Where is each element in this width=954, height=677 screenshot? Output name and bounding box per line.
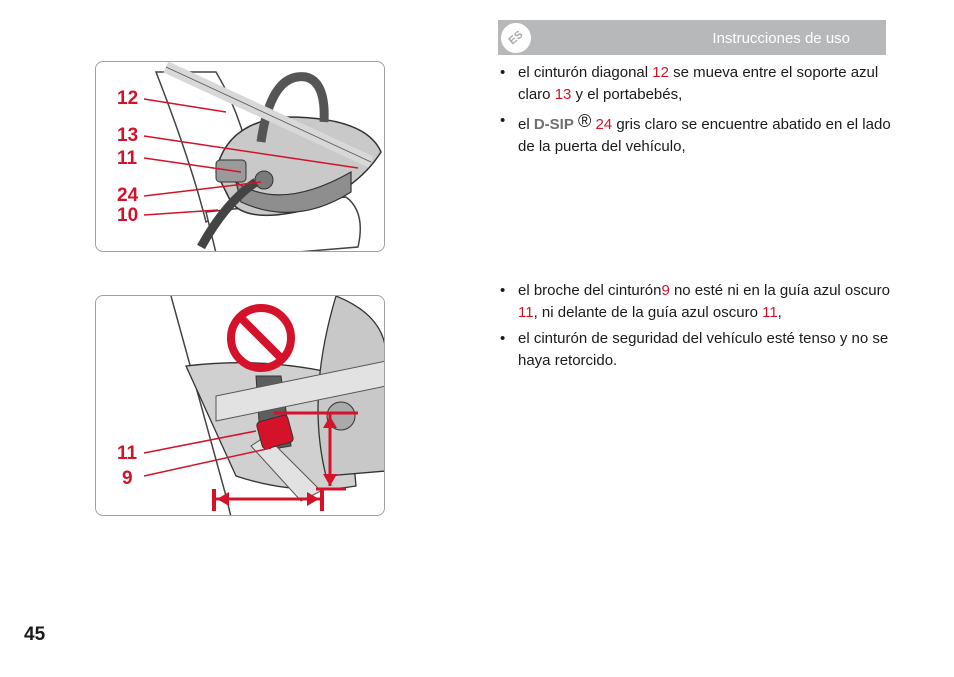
checklist-correct: el cinturón diagonal 12 se mueva entre e… <box>500 62 892 162</box>
prohibited-icon <box>227 304 295 372</box>
callout-13: 13 <box>117 125 139 146</box>
checklist-incorrect: el broche del cinturón9 no esté ni en la… <box>500 280 892 376</box>
figure-correct-installation <box>95 61 385 252</box>
list-item: el D-SIP ® 24 gris claro se encuentre ab… <box>500 110 892 158</box>
list-item: el cinturón diagonal 12 se mueva entre e… <box>500 62 892 106</box>
figure-incorrect-installation <box>95 295 385 516</box>
brand-name: D-SIP <box>533 116 574 133</box>
callout-11: 11 <box>117 148 138 169</box>
header-title: Instrucciones de uso <box>712 30 850 47</box>
callout-9: 9 <box>122 468 133 489</box>
belt-buckle-illustration <box>143 296 384 515</box>
list-item: el broche del cinturón9 no esté ni en la… <box>500 280 892 324</box>
header-bar <box>498 20 886 55</box>
callout-24: 24 <box>117 185 139 206</box>
list-item: el cinturón de seguridad del vehículo es… <box>500 328 892 372</box>
callout-11: 11 <box>117 443 138 464</box>
callout-12: 12 <box>117 88 139 109</box>
page-number: 45 <box>24 624 46 645</box>
callout-10: 10 <box>117 205 139 226</box>
infant-carrier-illustration <box>143 62 382 251</box>
